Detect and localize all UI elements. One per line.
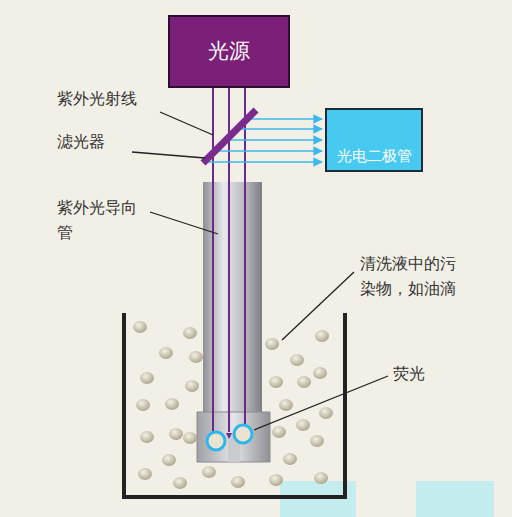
oil-droplet bbox=[202, 466, 216, 478]
oil-droplet bbox=[183, 327, 197, 339]
oil-droplet bbox=[140, 431, 154, 443]
fluorescence-ring bbox=[234, 425, 252, 443]
node-text: 光电二极管 bbox=[337, 147, 412, 166]
oil-droplet bbox=[138, 468, 152, 480]
light-source-box: 光源 bbox=[168, 15, 290, 88]
oil-droplet bbox=[279, 399, 293, 411]
filter bbox=[203, 110, 256, 163]
oil-droplet bbox=[231, 476, 245, 488]
oil-droplet bbox=[269, 474, 283, 486]
oil-droplet bbox=[140, 372, 154, 384]
oil-droplet bbox=[133, 321, 147, 333]
oil-droplet bbox=[162, 454, 176, 466]
callout-label: 紫外光导向 管 bbox=[57, 196, 143, 246]
oil-droplet bbox=[296, 419, 310, 431]
callout-label: 滤光器 bbox=[57, 130, 105, 155]
sensor-cell bbox=[197, 412, 270, 462]
oil-droplet bbox=[315, 330, 329, 342]
oil-droplet bbox=[183, 432, 197, 444]
oil-droplet bbox=[310, 435, 324, 447]
callout-label: 清洗液中的污 染物，如油滴 bbox=[360, 252, 468, 302]
oil-droplet bbox=[173, 477, 187, 489]
oil-droplet bbox=[136, 399, 150, 411]
oil-droplet bbox=[314, 472, 328, 484]
oil-droplet bbox=[272, 426, 286, 438]
guide-tube bbox=[203, 182, 262, 427]
oil-droplet bbox=[313, 367, 327, 379]
oil-droplet bbox=[265, 338, 279, 350]
node-text: 光源 bbox=[208, 37, 250, 65]
oil-droplet bbox=[169, 428, 183, 440]
oil-droplet bbox=[269, 376, 283, 388]
oil-droplet bbox=[165, 398, 179, 410]
photodiode-box: 光电二极管 bbox=[325, 108, 423, 172]
oil-droplet bbox=[290, 354, 304, 366]
oil-droplet bbox=[189, 351, 203, 363]
callout-label: 紫外光射线 bbox=[57, 87, 137, 112]
floor-patch bbox=[416, 481, 494, 517]
oil-droplet bbox=[297, 376, 311, 388]
fluorescence-ring bbox=[207, 432, 225, 450]
oil-droplet bbox=[159, 347, 173, 359]
oil-droplet bbox=[185, 380, 199, 392]
oil-droplet bbox=[319, 407, 333, 419]
callout-label: 荧光 bbox=[393, 362, 425, 387]
oil-droplet bbox=[283, 453, 297, 465]
